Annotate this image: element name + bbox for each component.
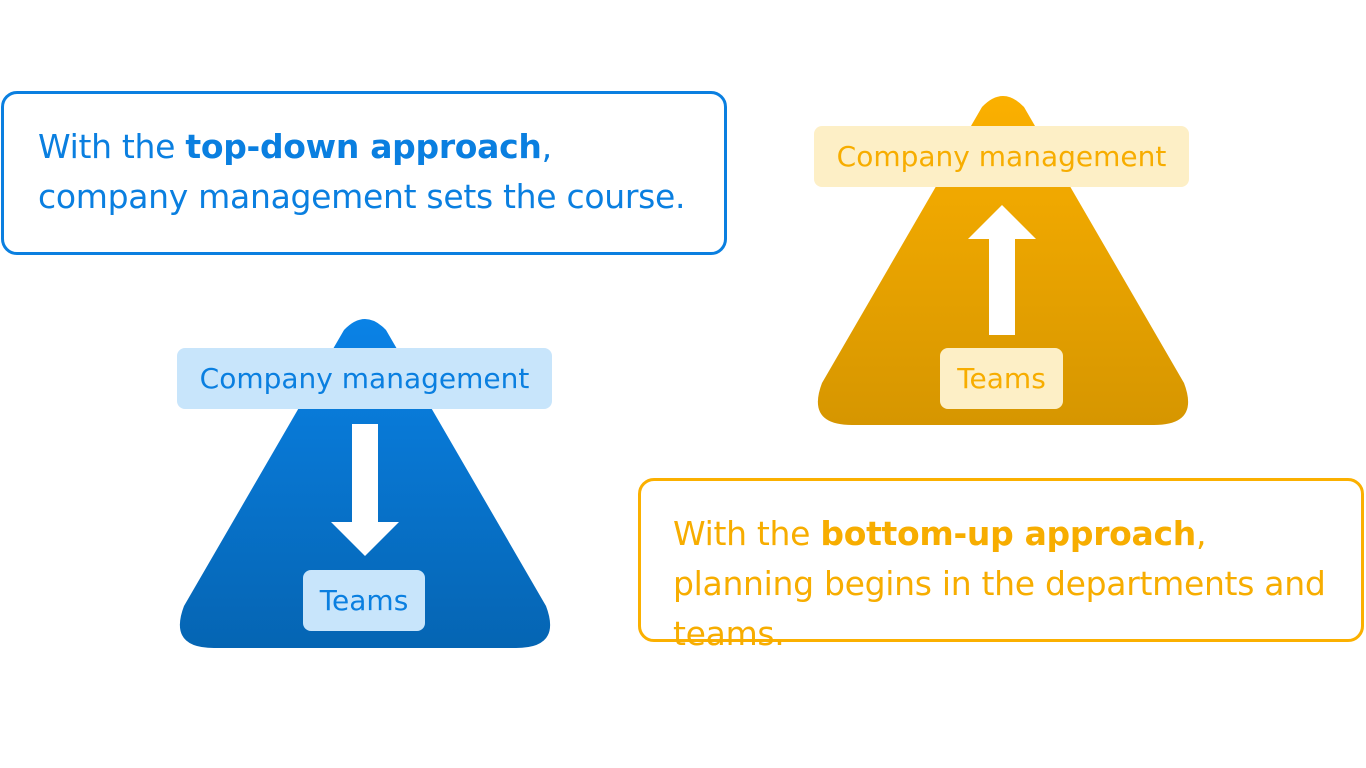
bottom-up-text-post: , planning begins in the departments and… <box>673 514 1326 653</box>
top-down-pyramid <box>179 319 551 648</box>
top-down-label-teams: Teams <box>303 570 425 631</box>
top-down-label-management: Company management <box>177 348 552 409</box>
bottom-up-label-management: Company management <box>814 126 1189 187</box>
bottom-up-label-teams: Teams <box>940 348 1063 409</box>
bottom-up-text-bold: bottom-up approach <box>820 514 1196 553</box>
top-down-text-post: , company management sets the course. <box>38 127 686 216</box>
top-down-text-pre: With the <box>38 127 186 166</box>
top-down-description-card: With the top-down approach, company mana… <box>1 91 727 255</box>
top-down-text-bold: top-down approach <box>185 127 542 166</box>
arrow-down-icon <box>331 424 399 556</box>
bottom-up-text-pre: With the <box>673 514 821 553</box>
bottom-up-description-card: With the bottom-up approach, planning be… <box>638 478 1364 653</box>
bottom-up-pyramid <box>817 96 1189 425</box>
arrow-up-icon <box>968 205 1036 335</box>
